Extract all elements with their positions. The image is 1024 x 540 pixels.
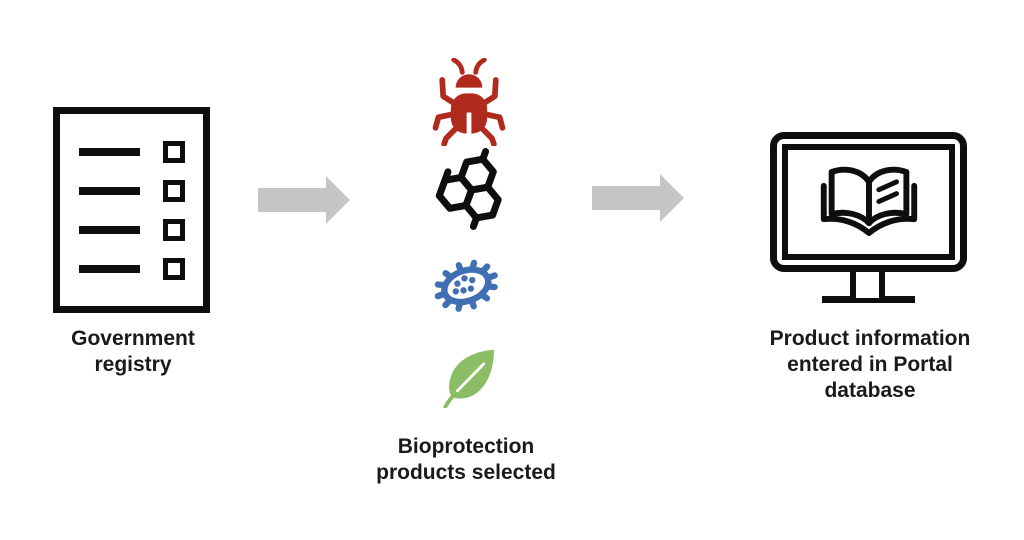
registry-list-row [79, 179, 185, 202]
arrow-head [326, 176, 350, 224]
list-checkbox [163, 140, 185, 163]
arrow-shaft [258, 188, 326, 212]
list-checkbox [163, 257, 185, 280]
registry-list-row [79, 257, 185, 280]
list-line [79, 264, 140, 273]
flow-arrow-right-icon [258, 176, 350, 224]
bug-icon [432, 58, 506, 146]
molecule-icon [435, 148, 502, 230]
list-checkbox [163, 218, 185, 241]
registry-list-row [79, 218, 185, 241]
portal-database-label: Product information entered in Portal da… [769, 327, 971, 402]
monitor-icon [770, 132, 967, 272]
list-line [79, 186, 140, 195]
flow-arrow-right-icon [592, 174, 684, 222]
list-checkbox [163, 179, 185, 202]
checklist-document-icon [53, 107, 210, 313]
monitor-stand-neck [850, 270, 885, 298]
bioprotection-products-label: Bioprotection products selected [376, 435, 556, 484]
arrow-head [660, 174, 684, 222]
government-registry-label: Government registry [71, 327, 195, 376]
microbe-icon [434, 259, 498, 312]
arrow-shaft [592, 186, 660, 210]
leaf-icon [443, 349, 494, 408]
monitor-stand-base [822, 296, 915, 303]
registry-list-row [79, 140, 185, 163]
list-line [79, 225, 140, 234]
monitor-screen [782, 144, 955, 260]
list-line [79, 147, 140, 156]
open-book-icon [820, 166, 917, 236]
